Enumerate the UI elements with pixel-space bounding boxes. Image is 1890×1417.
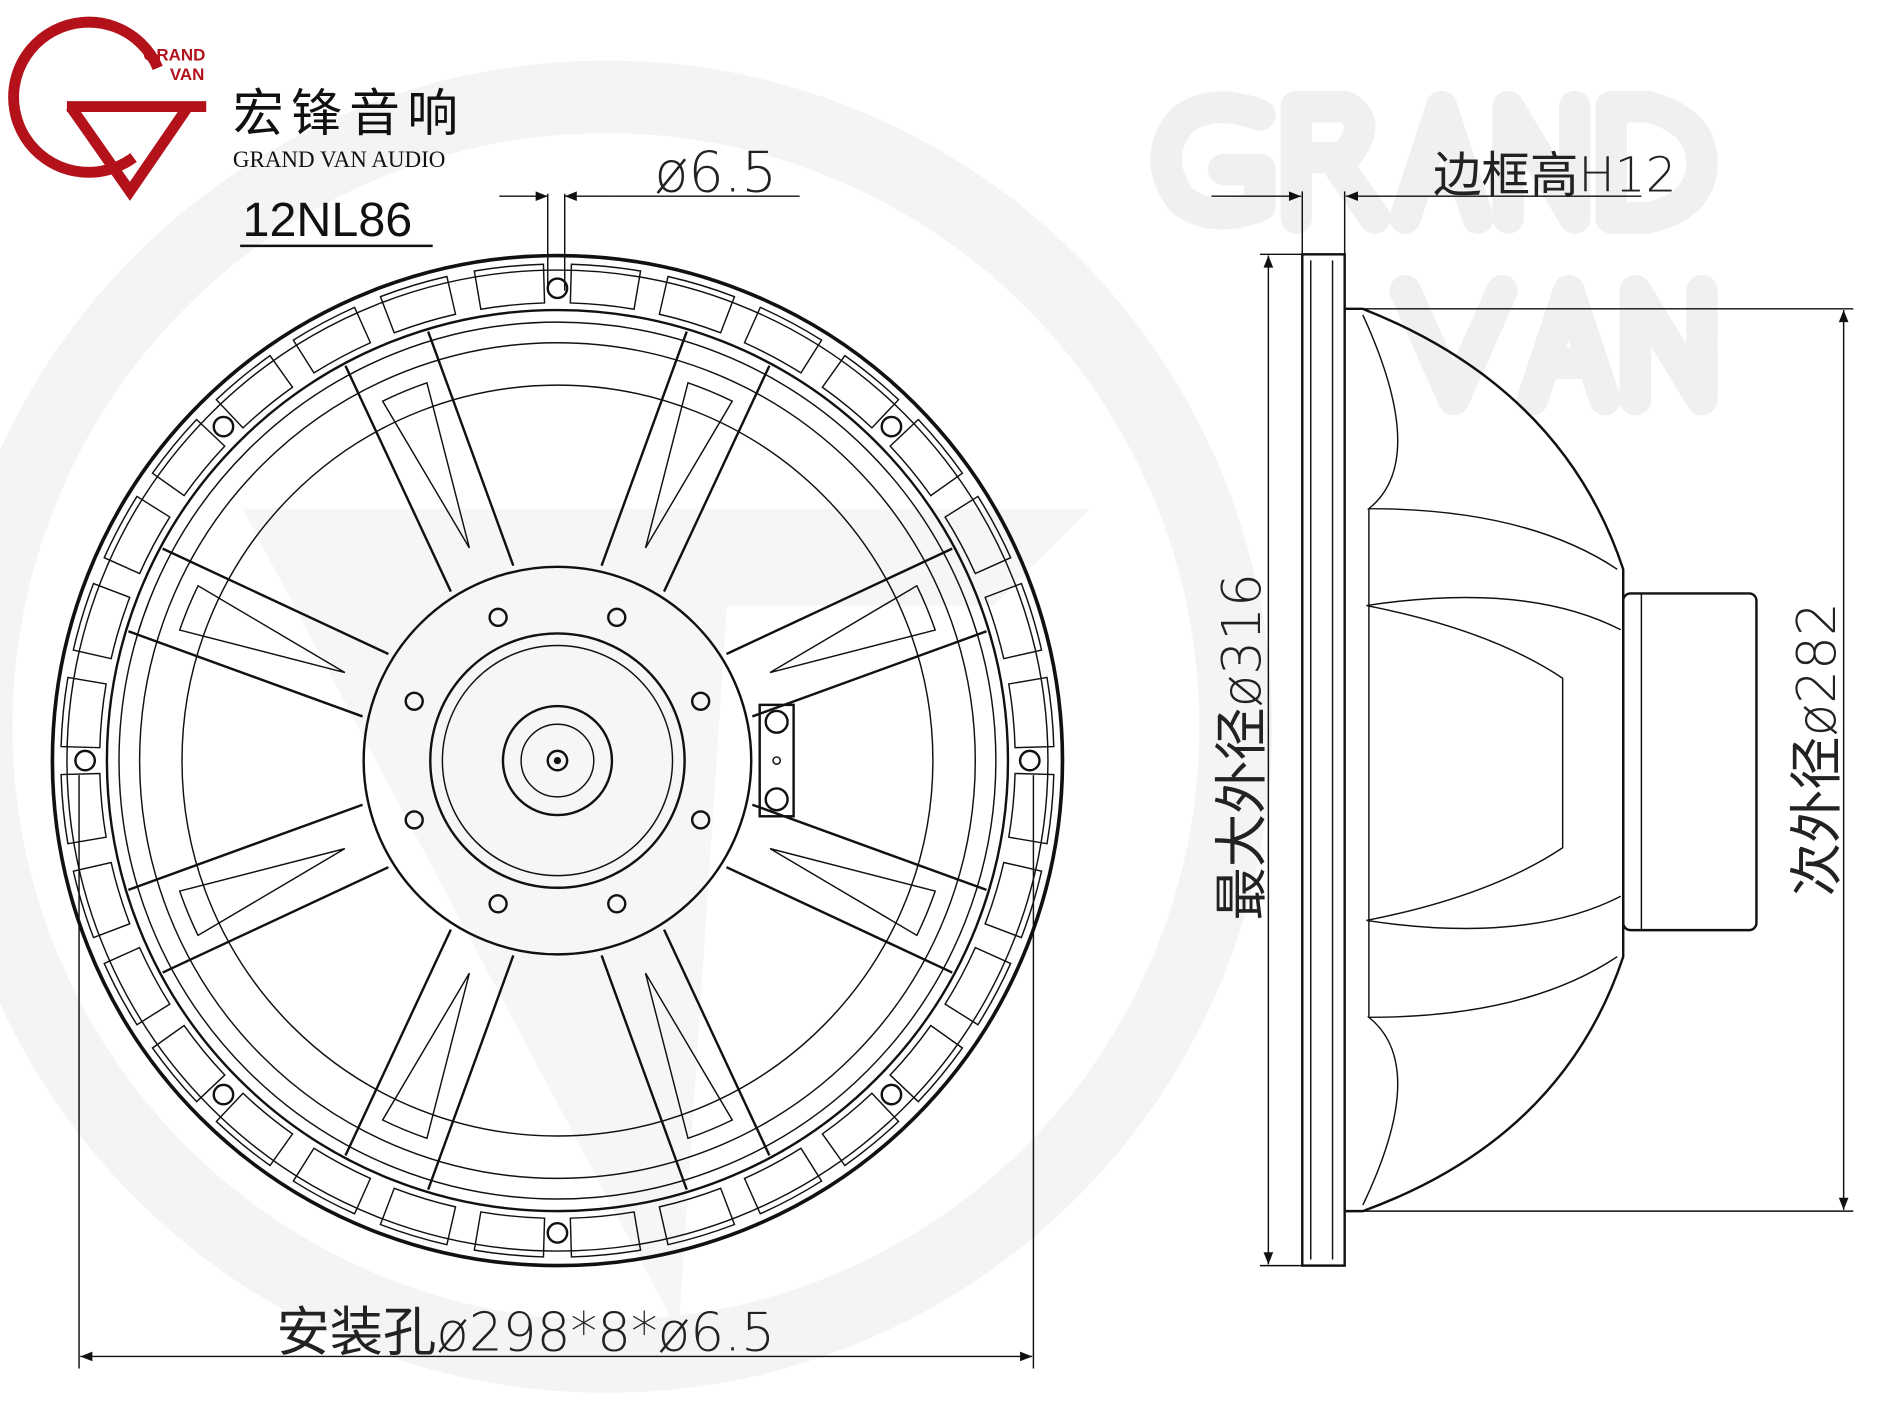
- frame-slot: [821, 1092, 900, 1167]
- spoke-rib: [769, 847, 937, 937]
- hole-diameter-label: ø6.5: [654, 140, 777, 205]
- frame-slot: [569, 263, 642, 311]
- side-view: [1301, 253, 1758, 1267]
- spoke-rib: [178, 847, 346, 937]
- mounting-hole: [880, 1083, 903, 1106]
- frame-slot: [743, 306, 823, 374]
- magnet-bolt: [607, 607, 627, 628]
- frame-slot: [103, 495, 171, 575]
- brand-logo: GRAND VAN 宏锋音响 GRAND VAN AUDIO: [8, 16, 466, 201]
- frame-slot: [151, 418, 226, 497]
- spoke: [725, 803, 987, 974]
- magnet-bolt: [488, 607, 508, 628]
- frame-slot: [944, 495, 1012, 575]
- logo-mark-text-grand: GRAND: [143, 46, 205, 65]
- mounting-holes-label: 安装孔ø298*8*ø6.5: [276, 1301, 775, 1363]
- mounting-hole: [880, 415, 903, 438]
- logo-mark-icon: [8, 16, 207, 201]
- frame-slot: [984, 861, 1043, 939]
- magnet-bolt: [690, 810, 711, 830]
- spoke: [344, 331, 515, 593]
- frame-slot: [473, 1211, 546, 1258]
- mounting-hole: [212, 415, 235, 438]
- magnet-bolt: [404, 810, 424, 830]
- hole-diameter-dimension: ø6.5: [499, 140, 800, 291]
- spoke-rib: [644, 972, 734, 1140]
- mounting-hole: [546, 1222, 569, 1244]
- secondary-outer-diameter-dimension: 次外径ø282: [1362, 308, 1854, 1212]
- frame-slot: [944, 946, 1012, 1026]
- frame-slot: [984, 582, 1043, 660]
- spoke: [344, 929, 515, 1191]
- spoke-rib: [644, 381, 734, 549]
- magnet-bolt: [607, 894, 627, 914]
- spoke-rib: [178, 584, 346, 674]
- spoke: [127, 803, 389, 974]
- spoke-rib: [381, 381, 471, 549]
- spoke: [600, 331, 771, 593]
- frame-slot: [1007, 772, 1055, 845]
- frame-slot: [658, 275, 736, 334]
- frame-slot: [379, 275, 457, 334]
- frame-slot: [215, 354, 294, 429]
- frame-slot: [821, 354, 900, 429]
- watermark-lettering: [1150, 90, 1718, 416]
- max-outer-diameter-label: 最大外径ø316: [1211, 573, 1273, 920]
- spoke: [600, 929, 771, 1191]
- frame-slot: [473, 263, 546, 311]
- spoke: [725, 547, 987, 718]
- frame-slot: [292, 1147, 372, 1215]
- spoke-rib: [381, 972, 471, 1140]
- frame-height-dimension: 边框高H12: [1211, 147, 1676, 255]
- secondary-outer-diameter-label: 次外径ø282: [1786, 602, 1848, 896]
- frame-slot: [1007, 676, 1055, 749]
- magnet-bolt: [404, 691, 424, 711]
- frame-slot: [743, 1147, 823, 1215]
- frame-slot: [72, 861, 131, 939]
- frame-slot: [379, 1187, 457, 1246]
- frame-slot: [889, 1024, 964, 1103]
- mounting-hole: [212, 1083, 235, 1106]
- magnet-bolt: [488, 894, 508, 914]
- frame-slot: [569, 1211, 642, 1258]
- spoke: [127, 547, 389, 718]
- spoke-rib: [769, 584, 937, 674]
- max-outer-diameter-dimension: 最大外径ø316: [1211, 253, 1303, 1267]
- mounting-hole: [546, 277, 569, 300]
- logo-mark-text-van: VAN: [170, 65, 205, 84]
- frame-slot: [60, 676, 107, 749]
- front-view: [50, 253, 1065, 1268]
- logo-english-name: GRAND VAN AUDIO: [233, 146, 446, 172]
- frame-height-label: 边框高H12: [1433, 147, 1676, 203]
- frame-slot: [889, 418, 964, 497]
- frame-slot: [292, 306, 372, 374]
- frame-slot: [151, 1024, 226, 1103]
- frame-slot: [103, 946, 171, 1026]
- terminal-block: [758, 703, 795, 818]
- logo-chinese-name: 宏锋音响: [233, 84, 466, 143]
- frame-slot: [658, 1187, 736, 1246]
- frame-slot: [60, 772, 107, 845]
- mounting-hole-dimension: 安装孔ø298*8*ø6.5: [78, 775, 1035, 1369]
- mounting-hole: [1018, 749, 1041, 772]
- magnet-bolt: [690, 691, 711, 711]
- frame-slot: [72, 582, 131, 660]
- frame-slot: [215, 1092, 294, 1167]
- model-number: 12NL86: [243, 193, 413, 247]
- mounting-hole: [74, 749, 97, 772]
